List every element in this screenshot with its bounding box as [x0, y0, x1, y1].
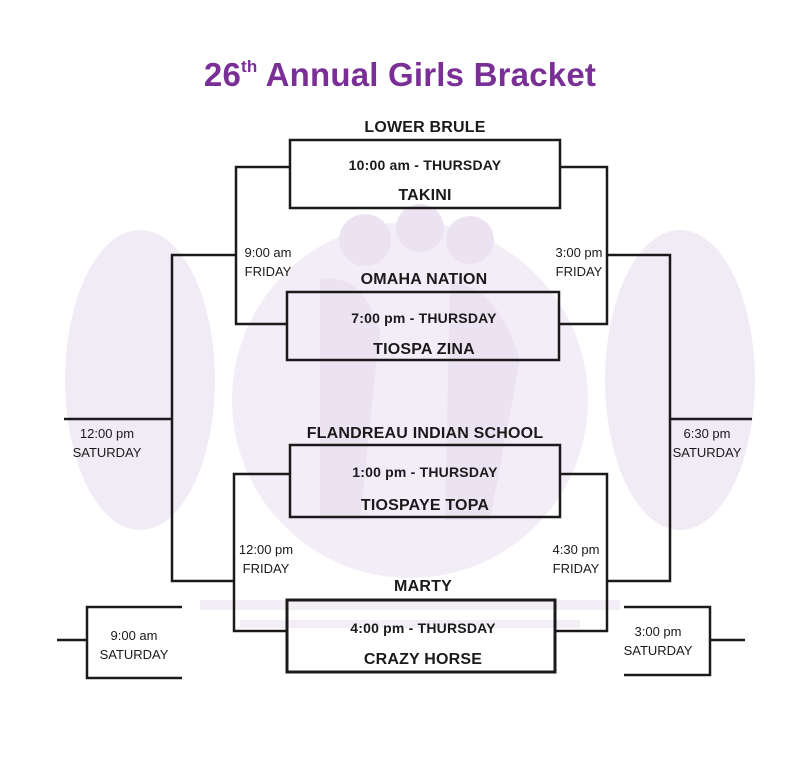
game-box-4 — [285, 598, 557, 674]
game4-time: 4:00 pm - THURSDAY — [350, 620, 496, 636]
saturday-left-low-label: 9:00 am SATURDAY — [100, 626, 169, 664]
game-box-3 — [288, 443, 562, 519]
saturday-right-low-day: SATURDAY — [623, 643, 693, 658]
friday-left-top-day: FRIDAY — [244, 264, 292, 279]
game2-team-top: OMAHA NATION — [360, 271, 488, 288]
saturday-left-semi-label: 12:00 pm SATURDAY — [73, 424, 142, 462]
game1-team-top: LOWER BRULE — [364, 119, 486, 136]
title-number: 26 — [203, 56, 242, 93]
saturday-left-low-day: SATURDAY — [99, 647, 169, 662]
game-box-2 — [285, 290, 561, 362]
friday-left-bottom-label: 12:00 pm FRIDAY — [239, 540, 293, 578]
friday-right-bottom-day: FRIDAY — [552, 561, 600, 576]
game1-time: 10:00 am - THURSDAY — [348, 157, 502, 173]
friday-right-top-day: FRIDAY — [555, 264, 603, 279]
friday-right-bottom-line — [555, 472, 609, 633]
friday-right-top-label: 3:00 pm FRIDAY — [556, 243, 603, 281]
watermark-logo — [65, 204, 755, 628]
friday-left-bottom-day: FRIDAY — [242, 561, 290, 576]
saturday-left-low-time: 9:00 am — [110, 628, 158, 643]
friday-left-bottom-line — [232, 472, 290, 633]
friday-right-top-time: 3:00 pm — [555, 245, 603, 260]
game3-team-top: FLANDREAU INDIAN SCHOOL — [306, 425, 544, 442]
friday-right-bottom-label: 4:30 pm FRIDAY — [553, 540, 600, 578]
game4-team-top: MARTY — [394, 578, 452, 595]
saturday-right-semi-day: SATURDAY — [672, 445, 742, 460]
saturday-right-semi-time: 6:30 pm — [683, 426, 731, 441]
consolation-left-bracket — [85, 605, 182, 680]
saturday-right-low-label: 3:00 pm SATURDAY — [624, 622, 693, 660]
friday-left-top-label: 9:00 am FRIDAY — [245, 243, 292, 281]
saturday-right-semi-label: 6:30 pm SATURDAY — [673, 424, 742, 462]
game-box-1 — [288, 138, 562, 210]
title-suffix: th — [241, 57, 258, 76]
friday-left-top-time: 9:00 am — [244, 245, 292, 260]
saturday-left-semi-day: SATURDAY — [72, 445, 142, 460]
saturday-left-semi-time: 12:00 pm — [79, 426, 135, 441]
game3-team-bottom: TIOSPAYE TOPA — [360, 497, 490, 514]
friday-right-top-line — [559, 165, 609, 326]
title-text: Annual Girls Bracket — [265, 56, 597, 93]
game2-time: 7:00 pm - THURSDAY — [351, 310, 497, 326]
friday-left-bottom-time: 12:00 pm — [238, 542, 294, 557]
game1-team-bottom: TAKINI — [398, 187, 452, 204]
game4-team-bottom: CRAZY HORSE — [363, 651, 483, 668]
page-title: 26th Annual Girls Bracket — [0, 56, 800, 94]
bracket-lines — [57, 138, 752, 680]
game3-time: 1:00 pm - THURSDAY — [352, 464, 498, 480]
friday-left-top-line — [234, 165, 290, 326]
game2-team-bottom: TIOSPA ZINA — [373, 341, 475, 358]
saturday-right-low-time: 3:00 pm — [634, 624, 682, 639]
friday-right-bottom-time: 4:30 pm — [552, 542, 600, 557]
